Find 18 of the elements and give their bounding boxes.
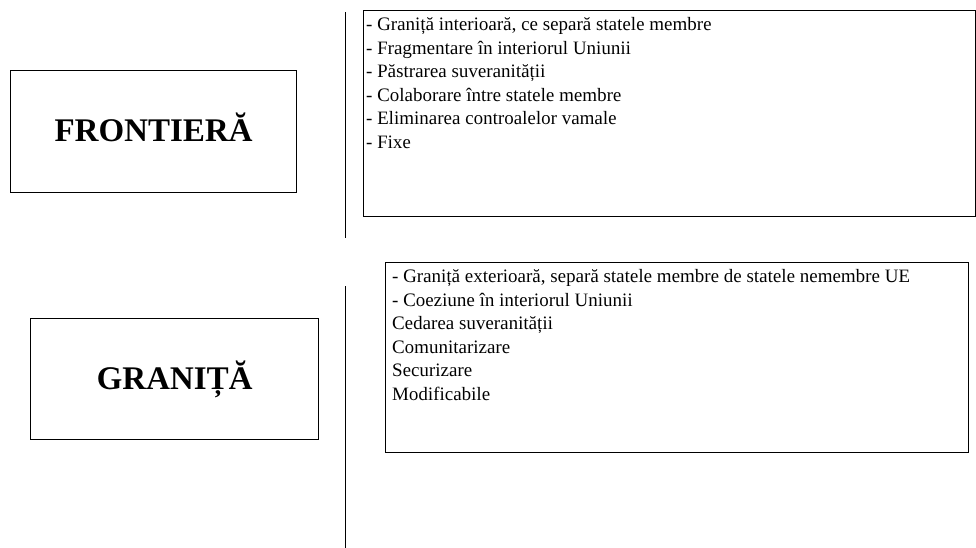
- list-item: - Fixe: [366, 130, 412, 154]
- list-item: - Eliminarea controalelor vamale: [366, 107, 618, 130]
- term-heading: GRANIȚĂ: [96, 360, 252, 398]
- term-box: [10, 70, 297, 193]
- list-item: - Graniță exterioară, separă statele membre de statele nemembre UE: [392, 265, 912, 288]
- list-box: [363, 10, 976, 217]
- list-item: Modificabile: [392, 382, 492, 406]
- list-item: - Coeziune în interiorul Uniunii: [392, 288, 634, 312]
- list-item: - Colaborare între statele membre: [366, 84, 622, 107]
- list-box: [385, 262, 969, 453]
- term-box: [30, 318, 319, 440]
- list-item: Comunitarizare: [392, 336, 512, 359]
- list-item: - Păstrarea suveranității: [366, 60, 546, 84]
- list-item: - Graniță interioară, ce separă statele membre: [366, 13, 713, 36]
- list-item: Securizare: [392, 359, 474, 382]
- list-item: Cedarea suveranității: [392, 312, 554, 336]
- term-heading: FRONTIERĂ: [54, 113, 253, 150]
- list-item: - Fragmentare în interiorul Uniunii: [366, 36, 632, 60]
